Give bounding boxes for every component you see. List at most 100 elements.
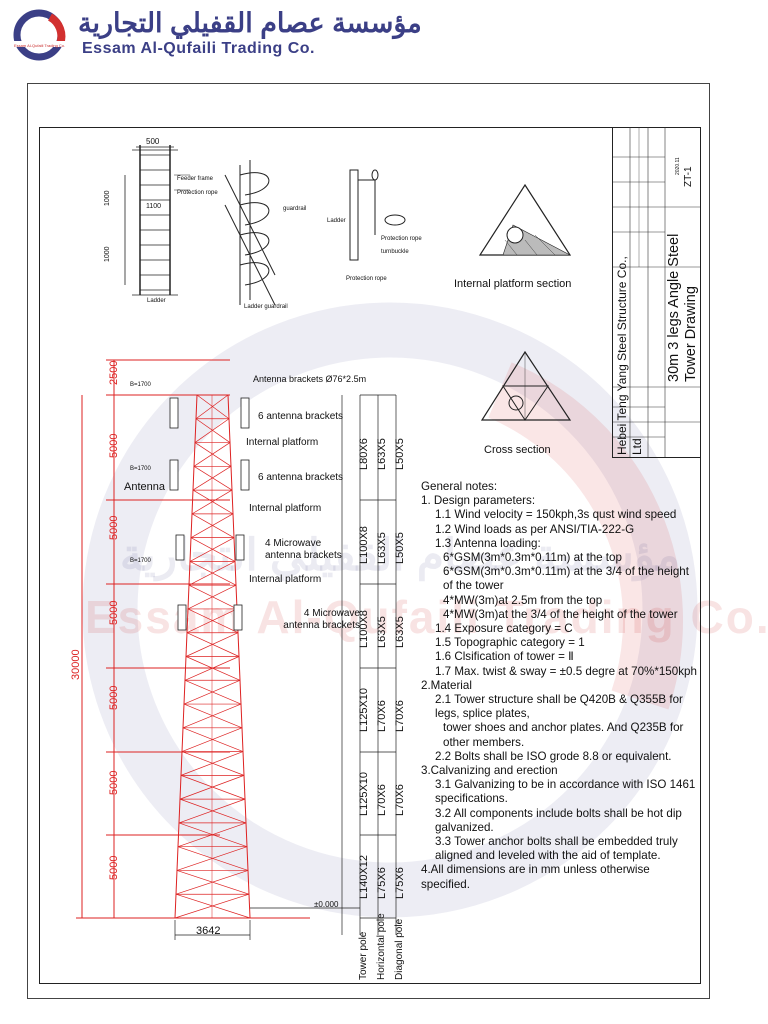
- dim-2500: 2500: [108, 360, 120, 385]
- dim-5000-6: 5000: [108, 855, 120, 880]
- title-block: Hebei Teng Yang Steel Structure Co., Ltd…: [612, 127, 700, 458]
- sheet-border: [27, 83, 710, 999]
- tower-label-6: Internal platform: [249, 574, 322, 585]
- drawing-border: [39, 127, 701, 984]
- general-notes: General notes: 1. Design parameters:1.1 …: [421, 480, 701, 892]
- note-line: 3.2 All components include bolts shall b…: [435, 806, 682, 834]
- note-line: 6*GSM(3m*0.3m*0.11m) at the 3/4 of the h…: [443, 565, 689, 593]
- member-cell: L63X5: [394, 616, 406, 648]
- dim-5000-4: 5000: [108, 685, 120, 710]
- note-line: 1.6 Clsification of tower = Ⅱ: [435, 650, 574, 664]
- dim-5000-5: 5000: [108, 770, 120, 795]
- member-cell: L63X5: [376, 437, 388, 470]
- tower-label-4: Internal platform: [249, 503, 322, 514]
- watermark-english: Essam Al-Qufaili Trading Co.: [85, 591, 768, 643]
- note-line: 1.3 Antenna loading:: [435, 536, 541, 550]
- b-1700-1: B=1700: [130, 382, 151, 388]
- tower-elevation-drawing: [76, 359, 397, 940]
- dim-5000-3: 5000: [108, 600, 120, 625]
- platform-section-label: Internal platform section: [454, 278, 572, 290]
- note-line: 1.5 Topographic category = 1: [435, 636, 585, 650]
- member-cell: L70X6: [394, 700, 406, 732]
- company-logo-icon: [10, 9, 70, 61]
- member-cell: L125X10: [358, 687, 370, 732]
- note-line: 2.Material: [421, 678, 472, 692]
- protection-rope-label: Protection rope: [177, 190, 218, 196]
- antenna-label: Antenna: [124, 481, 165, 493]
- member-header: Horizontal pole: [376, 913, 387, 980]
- note-line: 2.1 Tower structure shall be Q420B & Q35…: [435, 693, 683, 721]
- member-cell: L50X5: [394, 532, 406, 564]
- note-line: 3.1 Galvanizing to be in accordance with…: [435, 778, 696, 806]
- ladder-dim-1: 1000: [104, 190, 111, 206]
- member-cell: L80X6: [358, 437, 370, 470]
- title-date: 2020.11: [675, 157, 681, 175]
- tower-label-3: 6 antenna brackets: [258, 472, 344, 483]
- cross-section-label: Cross section: [484, 444, 551, 456]
- note-line: 4*MW(3m)at the 3/4 of the height of the …: [443, 607, 678, 621]
- member-cell: L100X8: [358, 610, 370, 648]
- notes-heading: General notes:: [421, 480, 498, 493]
- dim-5000-1: 5000: [108, 433, 120, 458]
- tower-label-2: Internal platform: [246, 437, 319, 448]
- note-line: 1.1 Wind velocity = 150kph,3s qust wind …: [435, 508, 677, 522]
- turnbuckle-label: turnbuckle: [381, 249, 409, 255]
- watermark-arabic: مؤسسة عصام القفيلي التجارية: [119, 531, 681, 580]
- elevation-mark: ±0.000: [314, 900, 339, 909]
- tower-label-7: 4 Microwave antenna brackets: [283, 608, 360, 631]
- member-cell: L63X5: [376, 616, 388, 648]
- member-cell: L100X8: [358, 526, 370, 564]
- note-line: 2.2 Bolts shall be ISO grode 8.8 or equi…: [435, 749, 672, 763]
- note-line: 3.3 Tower anchor bolts shall be embedded…: [435, 835, 678, 863]
- ladder-inner-dim: 1100: [146, 203, 162, 210]
- title-block-grid: [613, 127, 700, 457]
- note-line: 1.4 Exposure category = C: [435, 622, 573, 636]
- platform-section-drawing: [478, 183, 572, 256]
- b-1700-2: B=1700: [130, 466, 151, 472]
- antenna-brackets-top-label: Antenna brackets Ø76*2.5m: [253, 374, 367, 384]
- member-cell: L50X5: [394, 437, 406, 470]
- member-header: Diagonal pole: [394, 918, 405, 980]
- protection-rope-drawing: [349, 169, 406, 261]
- title-drawing-no: ZT-1: [683, 166, 694, 187]
- protection-rope2-label: Protection rope: [381, 236, 422, 242]
- note-line: 1.7 Max. twist & sway = ±0.5 degre at 70…: [435, 664, 697, 678]
- ladder-width-dim: 500: [146, 137, 160, 146]
- note-line: 3.Calvanizing and erection: [421, 764, 558, 778]
- member-cell: L63X5: [376, 532, 388, 564]
- ladder2-label: Ladder: [327, 218, 346, 224]
- dim-total-height: 30000: [70, 649, 82, 680]
- note-line: 6*GSM(3m*0.3m*0.11m) at the top: [443, 551, 622, 565]
- note-line: tower shoes and anchor plates. And Q235B…: [443, 721, 684, 749]
- note-line: 1.2 Wind loads as per ANSI/TIA-222-G: [435, 522, 635, 536]
- member-cell: L140X12: [358, 854, 370, 899]
- member-cell: L75X6: [376, 866, 388, 899]
- ladder-dim-2: 1000: [104, 246, 111, 262]
- feeder-frame-label: Feeder frame: [177, 176, 214, 182]
- member-cell: L70X6: [394, 783, 406, 816]
- logo-english: Essam Al-Qufaili Trading Co.: [82, 40, 315, 57]
- note-line: 1. Design parameters:: [421, 494, 536, 508]
- member-header: Tower pole: [358, 931, 369, 980]
- ladder-label: Ladder: [147, 298, 166, 304]
- note-line: 4*MW(3m)at 2.5m from the top: [443, 593, 603, 607]
- tower-label-1: 6 antenna brackets: [258, 411, 344, 422]
- logo-small-text: Essam Al-Qufaili Trading Co.: [14, 43, 66, 48]
- member-cell: L75X6: [394, 866, 406, 899]
- guardrail-label: guardrail: [283, 206, 307, 212]
- protection-rope3-label: Protection rope: [346, 276, 387, 282]
- ladder-details-drawing: [124, 145, 276, 306]
- dim-5000-2: 5000: [108, 515, 120, 540]
- tower-label-5: 4 Microwave antenna brackets: [265, 538, 342, 561]
- title-company: Hebei Teng Yang Steel Structure Co., Ltd: [615, 256, 644, 455]
- b-1700-3: B=1700: [130, 558, 151, 564]
- cross-section-drawing: [480, 350, 572, 421]
- note-line: 4.All dimensions are in mm unless otherw…: [421, 863, 650, 891]
- member-cell: L70X6: [376, 783, 388, 816]
- member-cell: L125X10: [358, 771, 370, 816]
- ladder-guardrail-label: Ladder guardrail: [244, 304, 288, 310]
- title-drawing: 30m 3 legs Angle Steel Tower Drawing: [666, 233, 699, 382]
- base-width-dim: 3642: [196, 925, 221, 937]
- member-cell: L70X6: [376, 700, 388, 732]
- logo-arabic: مؤسسة عصام القفيلي التجارية: [78, 8, 422, 38]
